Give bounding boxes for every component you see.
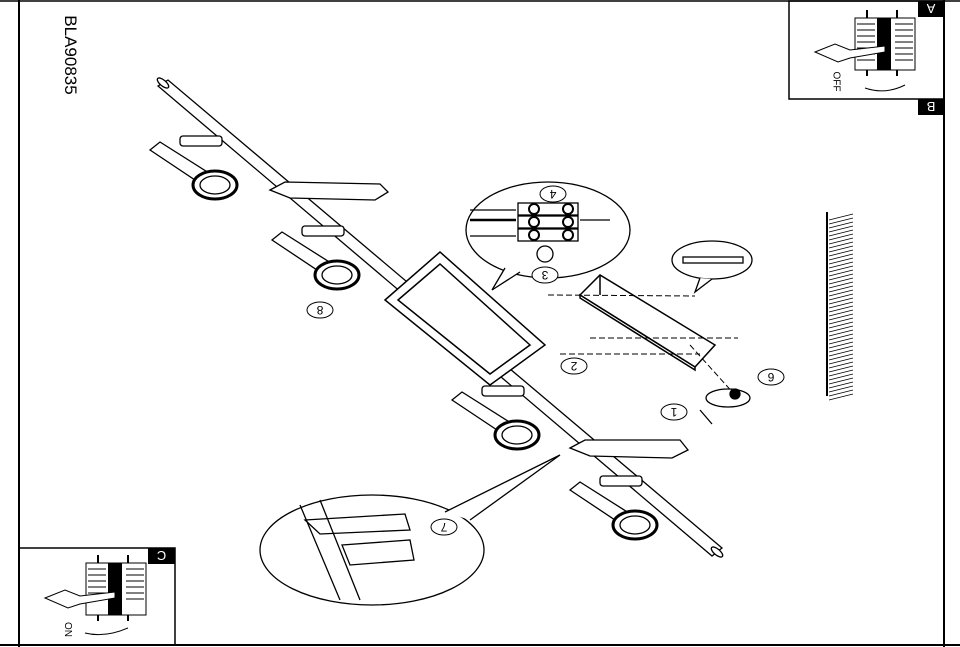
step-number: 8	[316, 303, 324, 317]
breaker-switch-on-icon	[85, 555, 147, 621]
step-oval	[757, 368, 785, 386]
step-markers	[306, 185, 785, 536]
hatch-line	[828, 385, 854, 393]
hatch-line	[828, 217, 854, 225]
hatch-line	[828, 221, 854, 229]
rotate-arrow-icon	[84, 627, 129, 636]
hatch-line	[828, 349, 854, 357]
hatch-line	[828, 329, 854, 337]
canopy-plate	[383, 251, 547, 386]
hatch-line	[828, 377, 854, 385]
hatch-line	[828, 253, 854, 261]
hatch-line	[828, 257, 854, 265]
hatch-line	[828, 393, 854, 401]
hatch-line	[828, 265, 854, 273]
step-number: 2	[570, 359, 578, 373]
spotlight-head	[568, 475, 659, 541]
panel-a	[788, 0, 945, 100]
hatch-line	[828, 381, 854, 389]
hatch-line	[828, 389, 854, 397]
step-oval	[306, 301, 334, 319]
hatch-line	[828, 245, 854, 253]
hatch-line	[828, 365, 854, 373]
hatch-line	[828, 213, 854, 221]
hatch-line	[828, 225, 854, 233]
hatch-line	[828, 305, 854, 313]
adjust-knob-icon	[699, 388, 751, 425]
rail-bracket	[268, 181, 690, 459]
spotlight-head	[450, 385, 541, 451]
bracket-detail-callout	[259, 454, 561, 606]
hatch-line	[828, 297, 854, 305]
hatch-line	[828, 325, 854, 333]
breaker-switch-off-icon	[854, 10, 916, 76]
hatch-line	[828, 345, 854, 353]
ground-icon	[536, 245, 554, 263]
terminal-block-callout	[465, 181, 631, 291]
hatch-line	[828, 277, 854, 285]
step-oval	[660, 403, 688, 421]
switch-off-label: OFF	[830, 71, 842, 92]
hatch-line	[828, 337, 854, 345]
step-number: 3	[541, 268, 549, 282]
hatch-line	[828, 353, 854, 361]
hatch-line	[828, 261, 854, 269]
spotlight-head	[270, 225, 361, 291]
step-oval	[531, 266, 559, 284]
hatch-line	[828, 229, 854, 237]
hatch-line	[828, 333, 854, 341]
hatch-line	[828, 285, 854, 293]
switch-on-label: ON	[62, 622, 73, 637]
spotlight-head	[148, 135, 239, 201]
hatch-line	[828, 313, 854, 321]
hand-icon	[43, 589, 116, 609]
step-number: 4	[549, 187, 557, 201]
step-number: 6	[767, 370, 775, 384]
hatch-line	[828, 269, 854, 277]
hatch-line	[828, 293, 854, 301]
panel-a-label: A	[918, 1, 944, 17]
hatch-line	[828, 281, 854, 289]
hatch-line	[828, 237, 854, 245]
model-number: BLA90835	[61, 15, 80, 95]
step-oval	[430, 518, 458, 536]
hatch-line	[828, 309, 854, 317]
wall-plug-callout	[671, 240, 753, 294]
screw-lines	[547, 294, 738, 396]
step-number: 7	[440, 520, 448, 534]
wall-hatch-icon	[826, 212, 854, 401]
hatch-line	[828, 357, 854, 365]
hand-icon	[813, 43, 886, 63]
hatch-line	[828, 321, 854, 329]
hatch-line	[828, 317, 854, 325]
hatch-line	[828, 341, 854, 349]
hatch-line	[828, 369, 854, 377]
step-number: 1	[670, 405, 678, 419]
hatch-line	[828, 273, 854, 281]
hatch-line	[828, 289, 854, 297]
hatch-line	[828, 373, 854, 381]
step-oval	[539, 185, 567, 203]
hatch-line	[828, 301, 854, 309]
spotlights	[148, 135, 659, 541]
hatch-line	[828, 361, 854, 369]
hatch-line	[828, 233, 854, 241]
mounting-box	[578, 274, 717, 372]
rotate-arrow-icon	[864, 84, 906, 92]
panel-b-label: B	[918, 99, 944, 115]
panel-c-label: C	[148, 548, 175, 564]
hatch-line	[828, 241, 854, 249]
step-oval	[560, 357, 588, 375]
hatch-line	[828, 249, 854, 257]
